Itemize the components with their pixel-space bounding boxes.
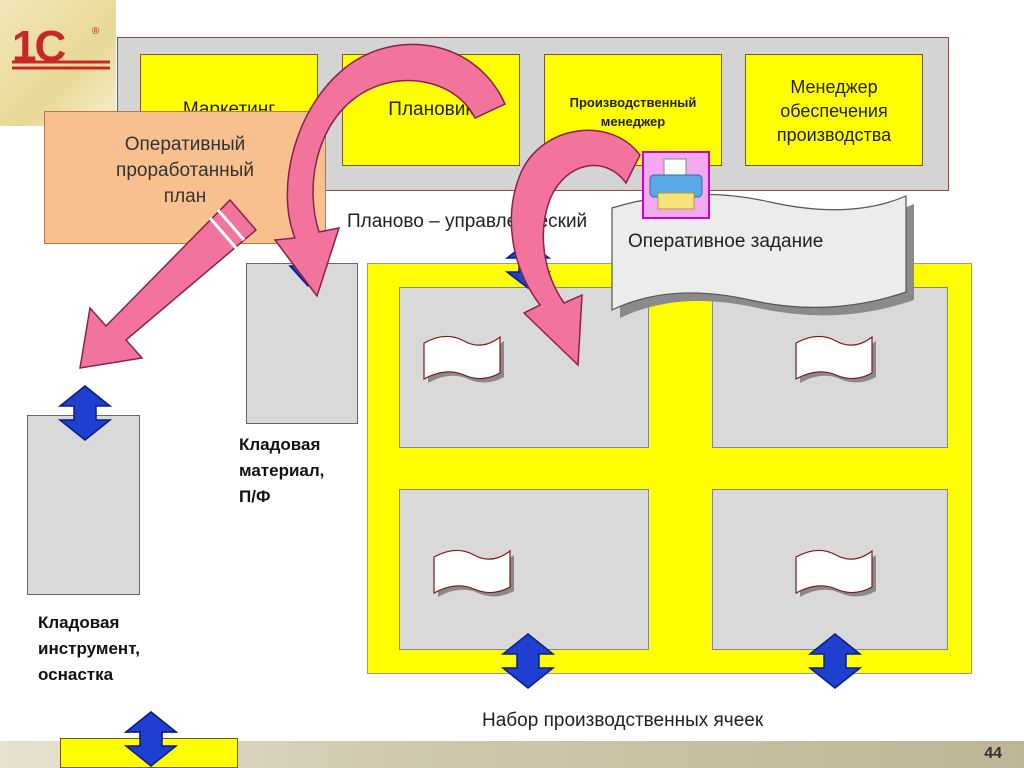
- printer-icon[interactable]: [642, 151, 710, 219]
- double-arrow-icon: [808, 633, 862, 689]
- materials-storage-line3: П/Ф: [239, 487, 271, 506]
- operational-task-label: Оперативное задание: [628, 231, 824, 252]
- plan-line1: Оперативный: [124, 134, 246, 155]
- logo-underline: [12, 60, 110, 70]
- dept-production-manager-line2: менеджер: [600, 114, 666, 129]
- materials-storage-line1: Кладовая: [239, 435, 321, 454]
- pink-arrow-manager-to-cell: [510, 129, 641, 367]
- operational-task-document: [611, 194, 914, 318]
- tools-storage-line3: оснастка: [38, 665, 114, 684]
- document-icon: [423, 335, 504, 383]
- document-icon: [795, 335, 876, 383]
- dept-supply-line2: обеспечения: [780, 101, 888, 121]
- document-icon: [433, 549, 514, 597]
- dept-planner-label: Плановик: [388, 99, 474, 120]
- double-arrow-icon: [58, 385, 112, 441]
- plan-line3: план: [163, 186, 207, 207]
- cells-caption: Набор производственных ячеек: [482, 710, 764, 731]
- dept-supply-manager: Менеджер обеспечения производства: [745, 54, 923, 166]
- pink-arrow-plan-to-tools: [79, 198, 258, 369]
- registered-mark: ®: [92, 26, 100, 37]
- operational-plan-document: Оперативный проработанный план: [44, 111, 326, 244]
- double-arrow-icon: [124, 711, 178, 767]
- plan-line2: проработанный: [116, 160, 254, 181]
- tools-storage-line2: инструмент,: [38, 639, 140, 658]
- dept-supply-line3: производства: [776, 125, 892, 145]
- dept-supply-line1: Менеджер: [790, 77, 878, 97]
- pink-arrow-planner-to-materials: [273, 43, 506, 298]
- page-number: 44: [984, 745, 1002, 762]
- dept-production-manager-line1: Производственный: [569, 95, 697, 110]
- document-icon: [795, 549, 876, 597]
- materials-storage-box: [246, 263, 358, 424]
- double-arrow-icon: [501, 633, 555, 689]
- tools-storage-line1: Кладовая: [38, 613, 120, 632]
- printer-glyph: [649, 158, 703, 210]
- materials-storage-label: Кладовая материал, П/Ф: [239, 432, 324, 510]
- materials-storage-line2: материал,: [239, 461, 325, 480]
- tools-storage-box: [27, 415, 140, 595]
- tools-storage-label: Кладовая инструмент, оснастка: [38, 610, 140, 688]
